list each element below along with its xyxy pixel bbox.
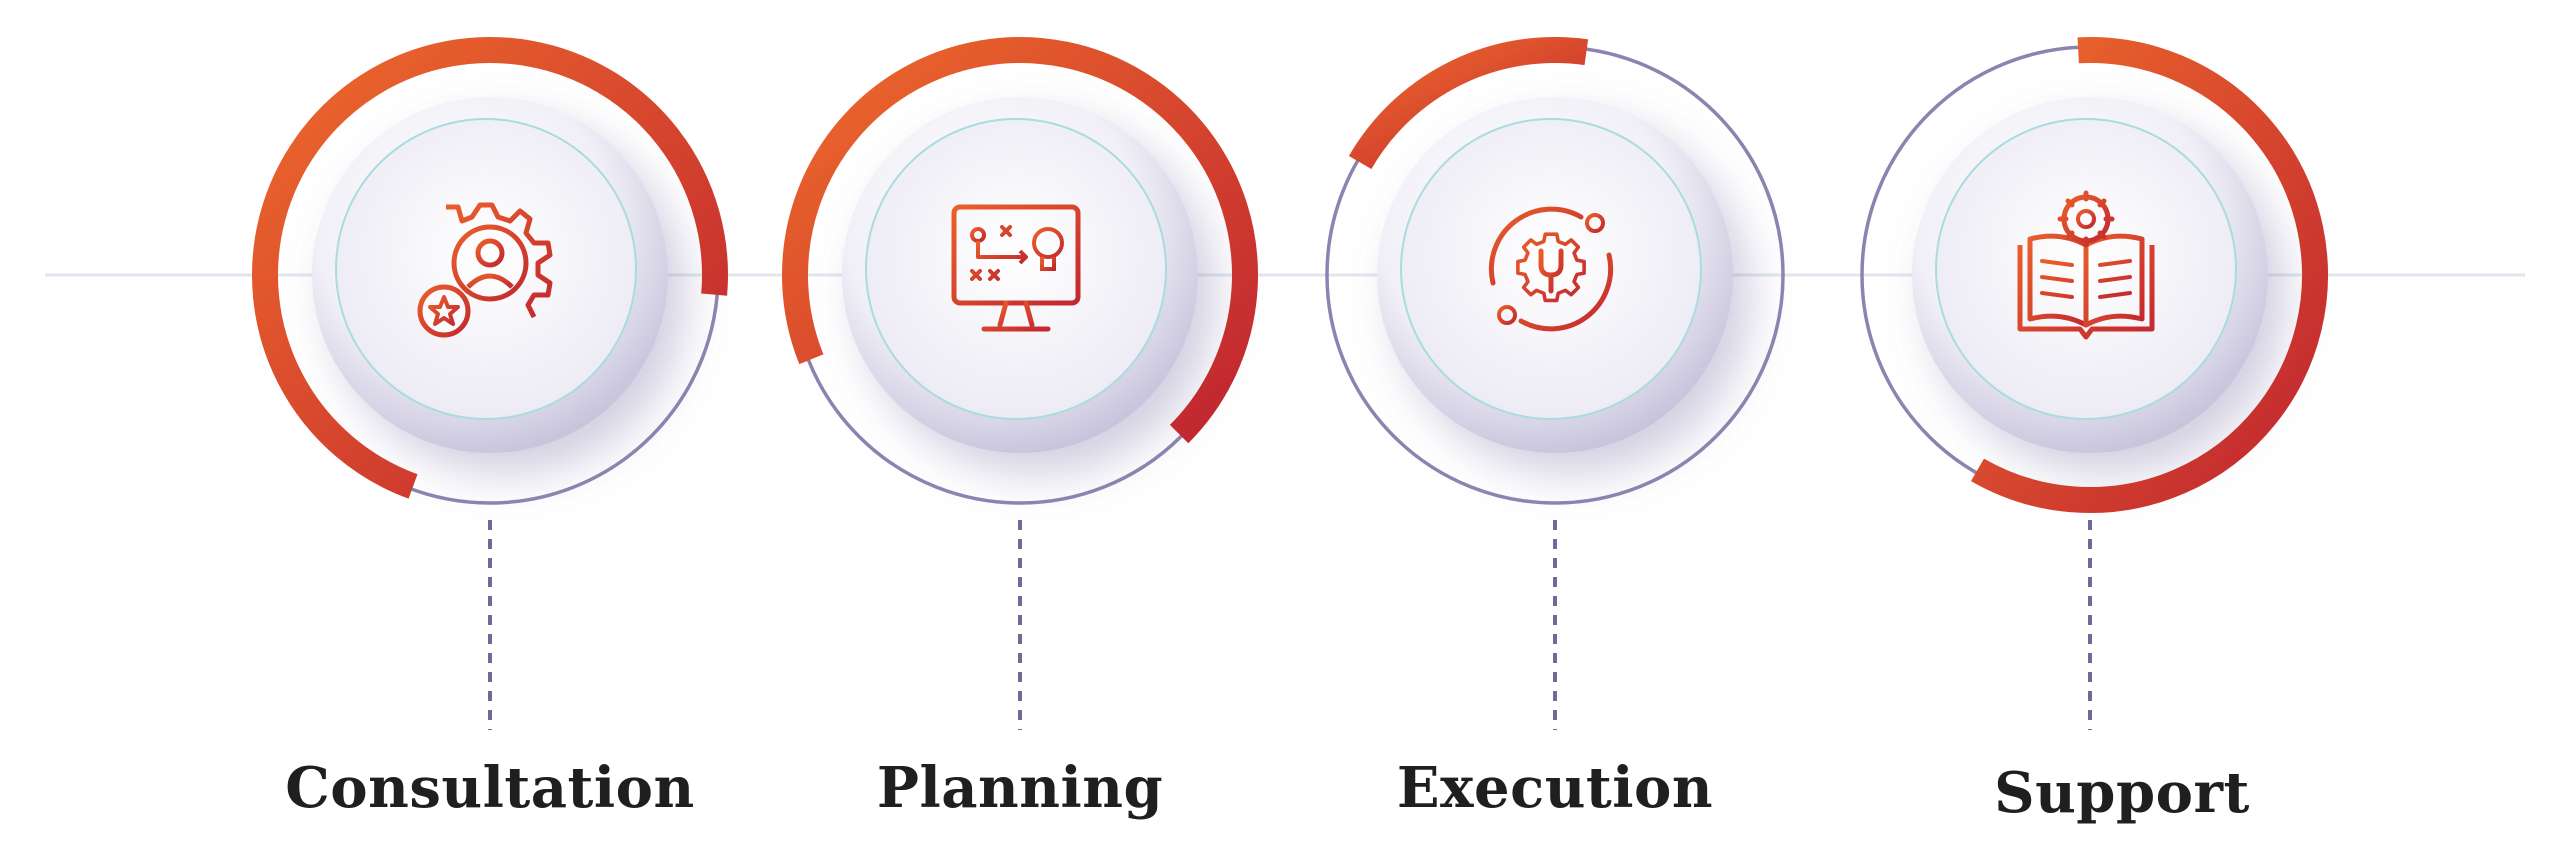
step-label-execution: Execution (1396, 755, 1714, 821)
step-label-support: Support (1994, 760, 2250, 826)
step-node-planning (782, 37, 1258, 730)
inner-ring (1400, 118, 1702, 420)
step-label-consultation: Consultation (285, 755, 695, 821)
step-label-planning: Planning (876, 755, 1164, 821)
progress-arc (1348, 37, 1589, 170)
inner-disc (866, 119, 1166, 419)
step-node-support (1860, 37, 2328, 730)
inner-disc (1401, 119, 1701, 419)
inner-ring (335, 118, 637, 420)
progress-arc (1971, 37, 2328, 513)
inner-ring (865, 118, 1167, 420)
inner-disc (1936, 119, 2236, 419)
step-node-execution (1325, 37, 1785, 730)
inner-disc (336, 119, 636, 419)
progress-arc (782, 37, 1258, 444)
step-node-consultation (252, 37, 728, 730)
progress-arc (252, 37, 728, 499)
inner-ring (1935, 118, 2237, 420)
